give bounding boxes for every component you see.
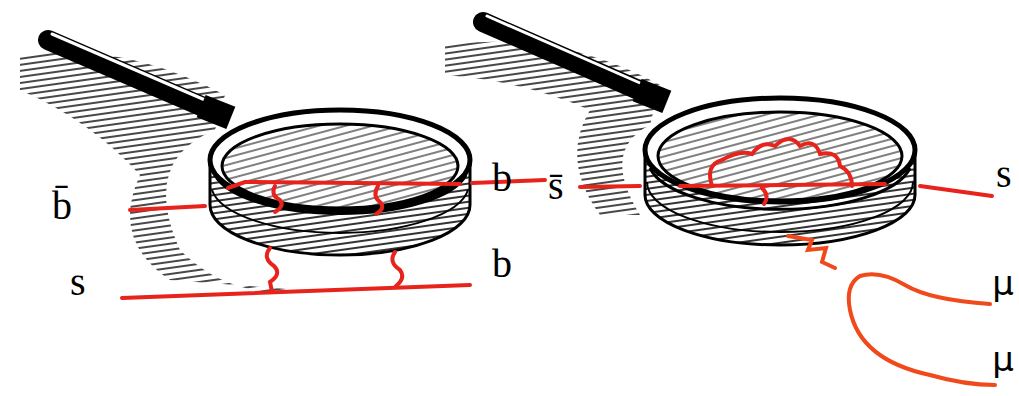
- quark-label: s: [70, 262, 86, 302]
- quark-label: b: [492, 244, 512, 284]
- quark-label: s: [996, 154, 1012, 194]
- magnifier-left: [20, 34, 470, 292]
- quark-label: b̄: [52, 186, 72, 226]
- quark-lines-left: [122, 180, 545, 298]
- lepton-label: μ: [992, 266, 1014, 300]
- quark-lines-right: [580, 139, 992, 204]
- lepton-label: μ: [992, 342, 1014, 376]
- quark-label: s̄: [548, 166, 564, 206]
- magnifier-right: [445, 16, 915, 245]
- quark-label: b: [492, 158, 512, 198]
- photon-lepton-loop: [788, 236, 995, 385]
